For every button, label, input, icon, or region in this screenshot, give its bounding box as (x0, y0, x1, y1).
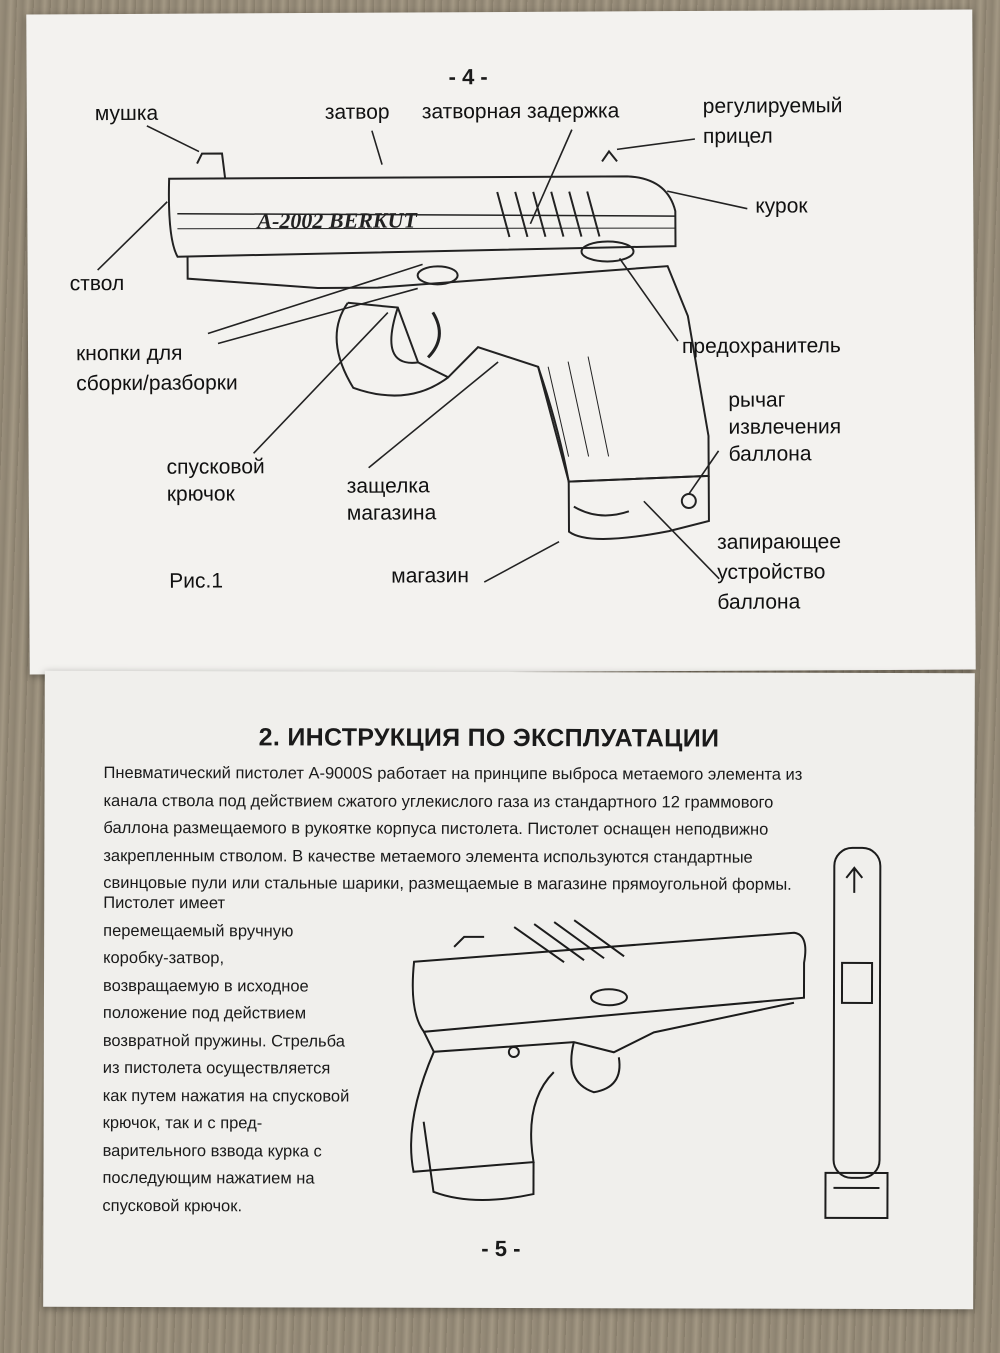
label-spusk-line1: спусковой (166, 455, 265, 479)
paragraph-line: закрепленным стволом. В качестве метаемо… (103, 846, 753, 867)
paragraph-line: последующим нажатием на (102, 1168, 315, 1188)
paragraph-line: положение под действием (102, 1003, 307, 1023)
label-zashchelka-line1: защелка (346, 474, 430, 498)
label-pritsel-line1: регулируемый (702, 94, 843, 118)
paragraph-line: канала ствола под действием сжатого угле… (103, 791, 774, 812)
label-zatvor: затвор (324, 100, 390, 124)
label-zapir-line3: баллона (717, 590, 801, 614)
paragraph-line: баллона размещаемого в рукоятке корпуса … (103, 818, 769, 839)
paragraph-line: возвратной пружины. Стрельба (102, 1031, 345, 1051)
paragraph-line: Пистолет имеет (103, 893, 226, 913)
label-zapir-line1: запирающее (716, 530, 842, 554)
label-rychag-line1: рычаг (728, 388, 786, 412)
label-knopki-line1: кнопки для (75, 341, 183, 366)
label-zapir-line2: устройство (717, 560, 826, 584)
gun-engraving: A-2002 BERKUT (255, 207, 418, 233)
label-zatvornaya-zaderzhka: затворная задержка (421, 99, 620, 124)
paragraph-line: возвращаемую в исходное (102, 976, 309, 995)
figure-caption: Рис.1 (169, 569, 224, 593)
page-number-bottom: - 5 - (481, 1235, 521, 1262)
paragraph-line: коробку-затвор, (103, 948, 225, 968)
paragraph-line: варительного взвода курка с (102, 1141, 322, 1161)
label-predohranitel: предохранитель (681, 334, 841, 359)
page-5: 2. ИНСТРУКЦИЯ ПО ЭКСПЛУАТАЦИИ Пневматиче… (43, 670, 975, 1310)
side-paragraph: Пистолет имеет перемещаемый вручную коро… (102, 890, 373, 1221)
leader-lines (97, 125, 748, 583)
paragraph-line: как путем нажатия на спусковой (102, 1086, 350, 1106)
label-kurok: курок (755, 194, 808, 218)
magazine-image (824, 846, 889, 1219)
label-zashchelka-line2: магазина (346, 501, 437, 525)
label-spusk-line2: крючок (166, 482, 235, 506)
section-title: 2. ИНСТРУКЦИЯ ПО ЭКСПЛУАТАЦИИ (258, 723, 720, 753)
pistol-diagram: A-2002 BERKUT (167, 149, 710, 540)
label-stvol: ствол (69, 271, 125, 296)
label-rychag-line2: извлечения (728, 415, 842, 439)
paragraph-line: спусковой крючок. (102, 1196, 243, 1215)
page-4: - 4 - A-2002 BERKU (26, 9, 976, 675)
paragraph-line: из пистолета осуществляется (102, 1058, 331, 1078)
label-pritsel-line2: прицел (702, 124, 773, 148)
label-mushka: мушка (94, 101, 159, 126)
label-rychag-line3: баллона (728, 442, 812, 466)
pistol-image (410, 919, 807, 1201)
label-knopki-line2: сборки/разборки (76, 371, 238, 396)
paragraph-line: Пневматический пистолет А-9000S работает… (103, 763, 803, 784)
intro-paragraph: Пневматический пистолет А-9000S работает… (103, 760, 909, 900)
label-magazin: магазин (391, 564, 470, 588)
paragraph-line: перемещаемый вручную (103, 921, 294, 940)
paragraph-line: крючок, так и с пред- (102, 1113, 263, 1133)
